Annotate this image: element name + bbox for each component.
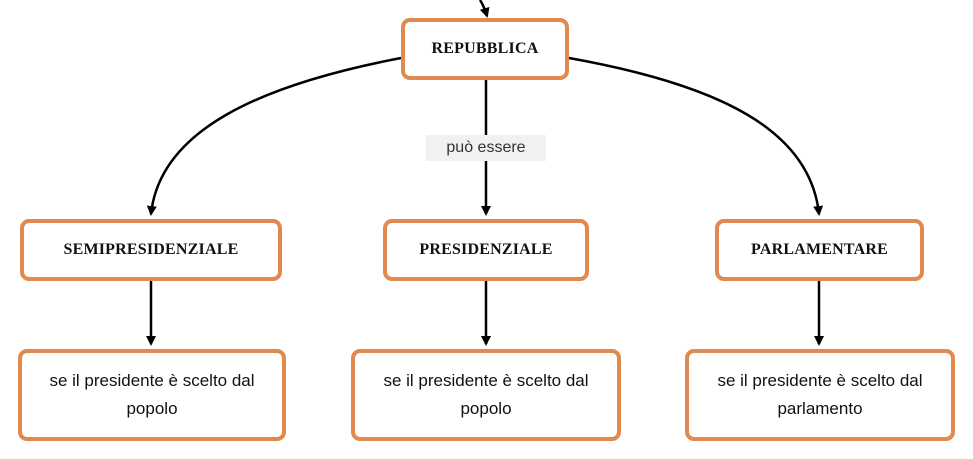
arrow-root-to-semipresidenziale bbox=[146, 56, 402, 216]
node-repubblica[interactable]: REPUBBLICA bbox=[401, 18, 569, 80]
node-description-parlamentare[interactable]: se il presidente è scelto dal parlamento bbox=[685, 349, 955, 441]
link-label-puo-essere: può essere bbox=[426, 135, 546, 161]
node-parlamentare[interactable]: PARLAMENTARE bbox=[715, 219, 924, 281]
node-description-semipresidenziale[interactable]: se il presidente è scelto dal popolo bbox=[18, 349, 286, 441]
node-presidenziale[interactable]: PRESIDENZIALE bbox=[383, 219, 589, 281]
arrow-root-to-parlamentare bbox=[568, 56, 824, 216]
node-description-presidenziale[interactable]: se il presidente è scelto dal popolo bbox=[351, 349, 621, 441]
incoming-arrow bbox=[478, 0, 490, 18]
node-semipresidenziale[interactable]: SEMIPRESIDENZIALE bbox=[20, 219, 282, 281]
